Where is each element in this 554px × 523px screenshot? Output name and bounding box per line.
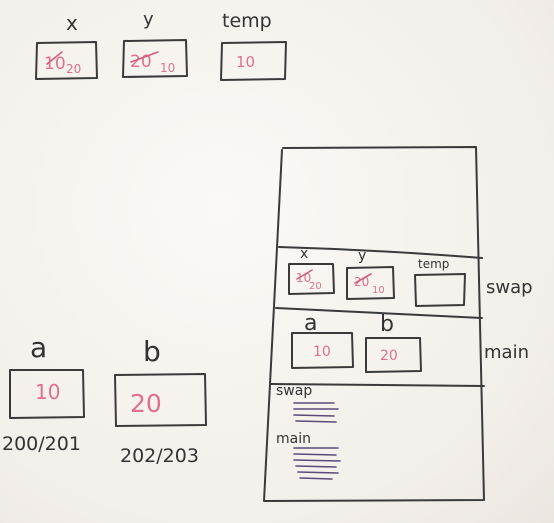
main-var-b: b 20 202/203 <box>114 335 207 467</box>
swap-y-strike <box>354 273 372 284</box>
var-x-new-value: 20 <box>66 62 81 76</box>
main-a-label: a <box>304 311 317 336</box>
swap-x-strike <box>296 269 313 280</box>
code-section: swap main <box>276 383 341 480</box>
var-temp-label: temp <box>222 10 272 32</box>
divider-swap-main <box>275 307 483 319</box>
code-main-lines <box>293 447 341 480</box>
code-main-label: main <box>276 431 311 447</box>
code-swap-lines <box>293 402 339 423</box>
var-a-address: 200/201 <box>2 433 81 455</box>
swap-y-label: y <box>358 248 366 264</box>
main-b-label: b <box>380 312 394 337</box>
var-b-value: 20 <box>130 389 162 418</box>
var-y-label: y <box>143 9 154 30</box>
var-y-new-value: 10 <box>160 61 175 75</box>
top-var-temp: temp 10 <box>220 10 287 81</box>
var-b-address: 202/203 <box>120 445 199 467</box>
var-a-box <box>9 369 85 419</box>
swap-frame-label: swap <box>486 277 533 298</box>
swap-y-box <box>346 266 395 300</box>
main-var-a: a 10 200/201 <box>2 331 85 455</box>
main-a-box <box>291 332 354 369</box>
var-temp-value: 10 <box>236 53 255 71</box>
top-var-x: x 10 20 <box>35 11 98 80</box>
swap-temp-box <box>414 273 466 307</box>
divider-main-code <box>270 383 485 387</box>
swap-x-old-value: 10 <box>296 271 311 285</box>
top-var-y: y 20 10 <box>122 9 188 78</box>
var-y-box <box>122 39 188 78</box>
var-a-value: 10 <box>35 380 60 404</box>
swap-x-box <box>288 263 335 295</box>
main-frame-label: main <box>484 342 529 363</box>
var-b-box <box>114 373 207 427</box>
swap-temp-label: temp <box>418 257 449 271</box>
var-x-old-value: 10 <box>44 54 66 74</box>
swap-y-new-value: 10 <box>372 285 385 296</box>
swap-x-label: x <box>300 246 308 262</box>
var-a-label: a <box>30 331 47 364</box>
swap-y-old-value: 20 <box>354 275 369 289</box>
main-b-box <box>365 337 422 373</box>
code-swap-label: swap <box>276 383 312 399</box>
var-temp-box <box>220 41 287 81</box>
swap-frame: x 10 20 y 20 10 temp swap <box>288 246 533 307</box>
divider-swap-top <box>278 246 483 259</box>
main-frame: a 10 b 20 main <box>291 311 529 373</box>
main-a-value: 10 <box>313 344 331 360</box>
swap-x-new-value: 20 <box>309 281 322 292</box>
var-b-label: b <box>143 335 161 368</box>
var-x-strike <box>46 51 63 65</box>
var-y-strike <box>130 51 159 63</box>
main-b-value: 20 <box>380 348 398 364</box>
memory-diagram: x 10 20 y 20 10 temp swap a 10 b 20 main <box>263 146 533 502</box>
var-x-label: x <box>66 11 78 35</box>
var-x-box <box>35 41 98 80</box>
